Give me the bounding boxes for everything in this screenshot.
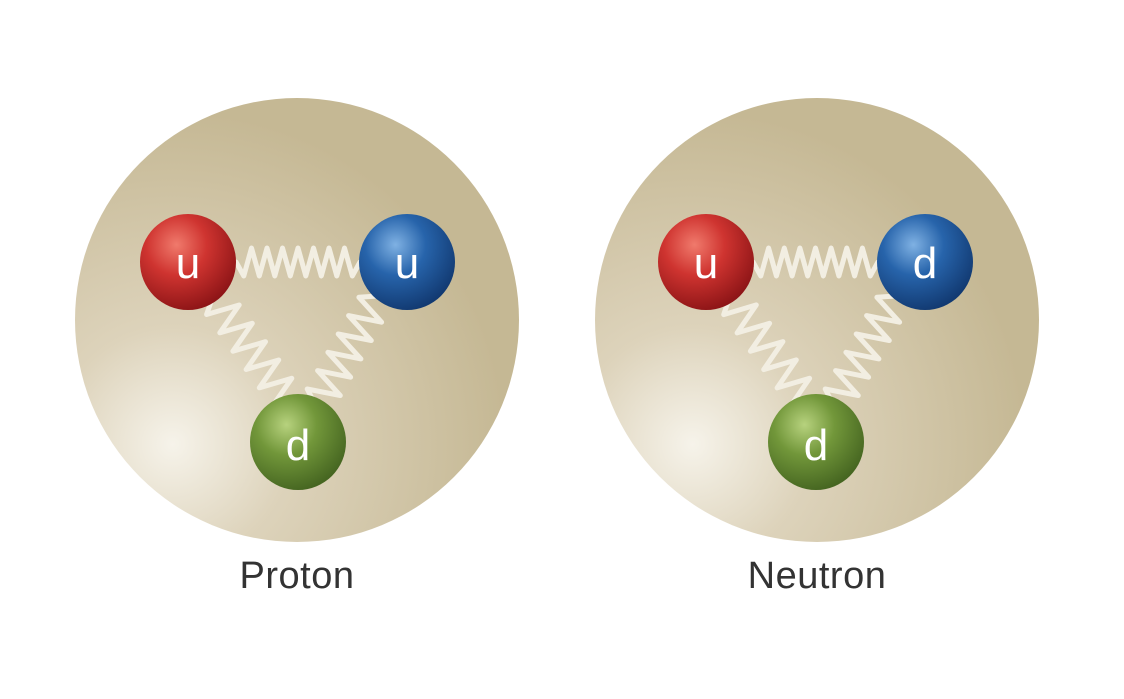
- neutron-caption: Neutron: [747, 555, 887, 597]
- quark-d-green-icon: d: [768, 394, 864, 490]
- neutron-gluon-lines: [721, 245, 903, 409]
- quark-d-green-icon: d: [250, 394, 346, 490]
- quark-u-blue-icon: u: [359, 214, 455, 310]
- proton-sphere: [75, 98, 519, 542]
- quark-label: d: [913, 239, 937, 288]
- quark-u-red-icon: u: [140, 214, 236, 310]
- quark-label: u: [176, 239, 200, 288]
- quark-label: u: [395, 239, 419, 288]
- proton-particle: u u d: [75, 98, 519, 542]
- neutron-sphere: [595, 98, 1039, 542]
- quark-label: d: [286, 421, 310, 470]
- quark-label: d: [804, 421, 828, 470]
- proton-gluon-lines: [204, 245, 385, 409]
- quark-d-blue-icon: d: [877, 214, 973, 310]
- quark-label: u: [694, 239, 718, 288]
- proton-caption: Proton: [239, 555, 355, 597]
- neutron-particle: u d d: [595, 98, 1039, 542]
- quark-u-red-icon: u: [658, 214, 754, 310]
